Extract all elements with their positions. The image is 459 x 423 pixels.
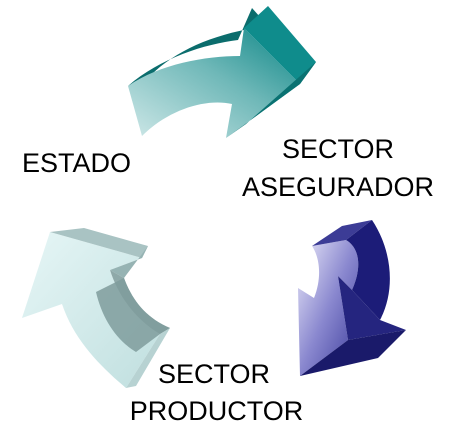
- estado-label: ESTADO: [22, 148, 132, 178]
- sector-productor-label-line-2: PRODUCTOR: [129, 396, 304, 423]
- arrow-estado-to-asegurador: [128, 6, 316, 138]
- arrow-productor-to-estado: [22, 228, 170, 388]
- sector-asegurador-label-line-1: SECTOR: [281, 134, 395, 164]
- sector-asegurador-label-line-2: ASEGURADOR: [241, 172, 435, 202]
- arrow-asegurador-to-productor: [298, 220, 406, 376]
- sector-productor-label-line-1: SECTOR: [158, 359, 271, 389]
